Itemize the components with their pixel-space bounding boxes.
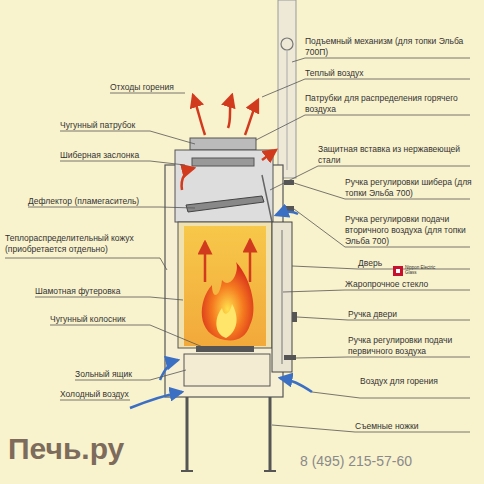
part-label: Чугунный колосник [50,314,150,325]
grate [196,346,254,352]
part-label: Ручка регулировки шибера (для топки Эльб… [345,177,475,199]
glass [282,230,283,364]
phone-number: 8 (495) 215-57-60 [300,452,480,470]
glass-logo [393,266,403,276]
watermark: Печь.ру [8,432,178,466]
secondary-air-knob [284,206,294,211]
logo-text: Nippon Electric Glass [405,265,445,275]
part-label: Шамотная футеровка [35,286,145,297]
flame [202,262,254,340]
lift-cable [287,50,288,170]
part-label: Ручка регулировки подачи вторичного возд… [345,214,470,247]
part-label: Теплый воздух [305,68,470,79]
part-label: Шиберная заслонка [60,150,155,161]
glass-logo-mark [396,269,400,273]
part-label: Дефлектор (пламегаситель) [28,196,163,207]
leg [269,397,272,470]
deflector [186,196,264,212]
door-handle [292,312,297,322]
part-label: Патрубки для распределения горячего возд… [305,93,470,115]
part-label: Теплораспределительный кожух (приобретае… [5,233,160,255]
steel-insert [262,175,272,222]
part-label: Воздух для горения [360,376,460,387]
chamotte-lining [178,222,272,348]
lift-pulley [281,38,293,50]
door [272,222,292,372]
primary-air-knob [284,355,296,360]
part-label: Жаропрочное стекло [345,279,465,290]
hot-air-arrows [182,95,276,282]
firebox [184,226,266,346]
part-label: Защитная вставка из нержавеющей стали [318,144,468,166]
smoke-hood [175,150,273,222]
part-label: Зольный ящик [75,369,155,380]
leader-lines [5,58,470,432]
part-label: Съемные ножки [355,421,465,432]
leg-foot [181,470,193,472]
part-label: Отходы горения [110,82,200,93]
damper [192,158,254,166]
leg-foot [264,470,276,472]
cold-air-arrows [130,212,312,408]
part-label: Чугунный патрубок [60,120,155,131]
cast-iron-collar [190,138,256,150]
leg [186,397,189,470]
part-label: Подъемный механизм (для топки Эльба 700П… [305,36,470,58]
part-label: Ручка регулировки подачи первичного возд… [348,335,473,357]
part-label: Ручка двери [348,309,468,320]
part-label: Холодный воздух [60,389,140,400]
flame-core [216,304,236,338]
ash-box [184,354,270,386]
